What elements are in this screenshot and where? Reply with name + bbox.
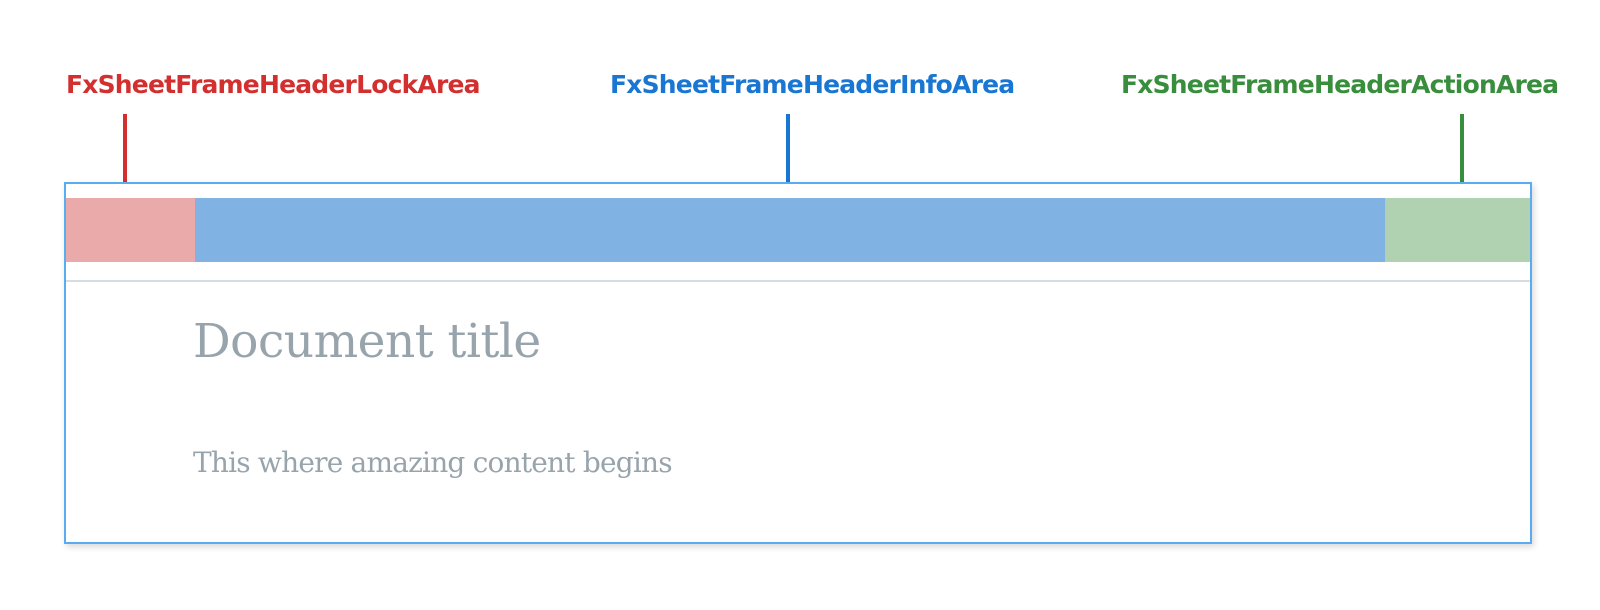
document-body-text: This where amazing content begins [193,446,673,479]
info-area-pointer-line [786,114,790,198]
header-info-area[interactable] [195,198,1385,262]
info-area-label: FxSheetFrameHeaderInfoArea [610,70,1015,99]
sheet-frame: Document title This where amazing conten… [64,182,1532,544]
header-action-area[interactable] [1385,198,1530,262]
document-title: Document title [193,314,541,369]
sheet-frame-header [66,198,1530,262]
action-area-pointer-line [1460,114,1464,198]
lock-area-pointer-line [123,114,127,198]
header-divider [66,280,1530,282]
lock-area-label: FxSheetFrameHeaderLockArea [66,70,481,99]
action-area-label: FxSheetFrameHeaderActionArea [1121,70,1559,99]
header-lock-area[interactable] [66,198,195,262]
